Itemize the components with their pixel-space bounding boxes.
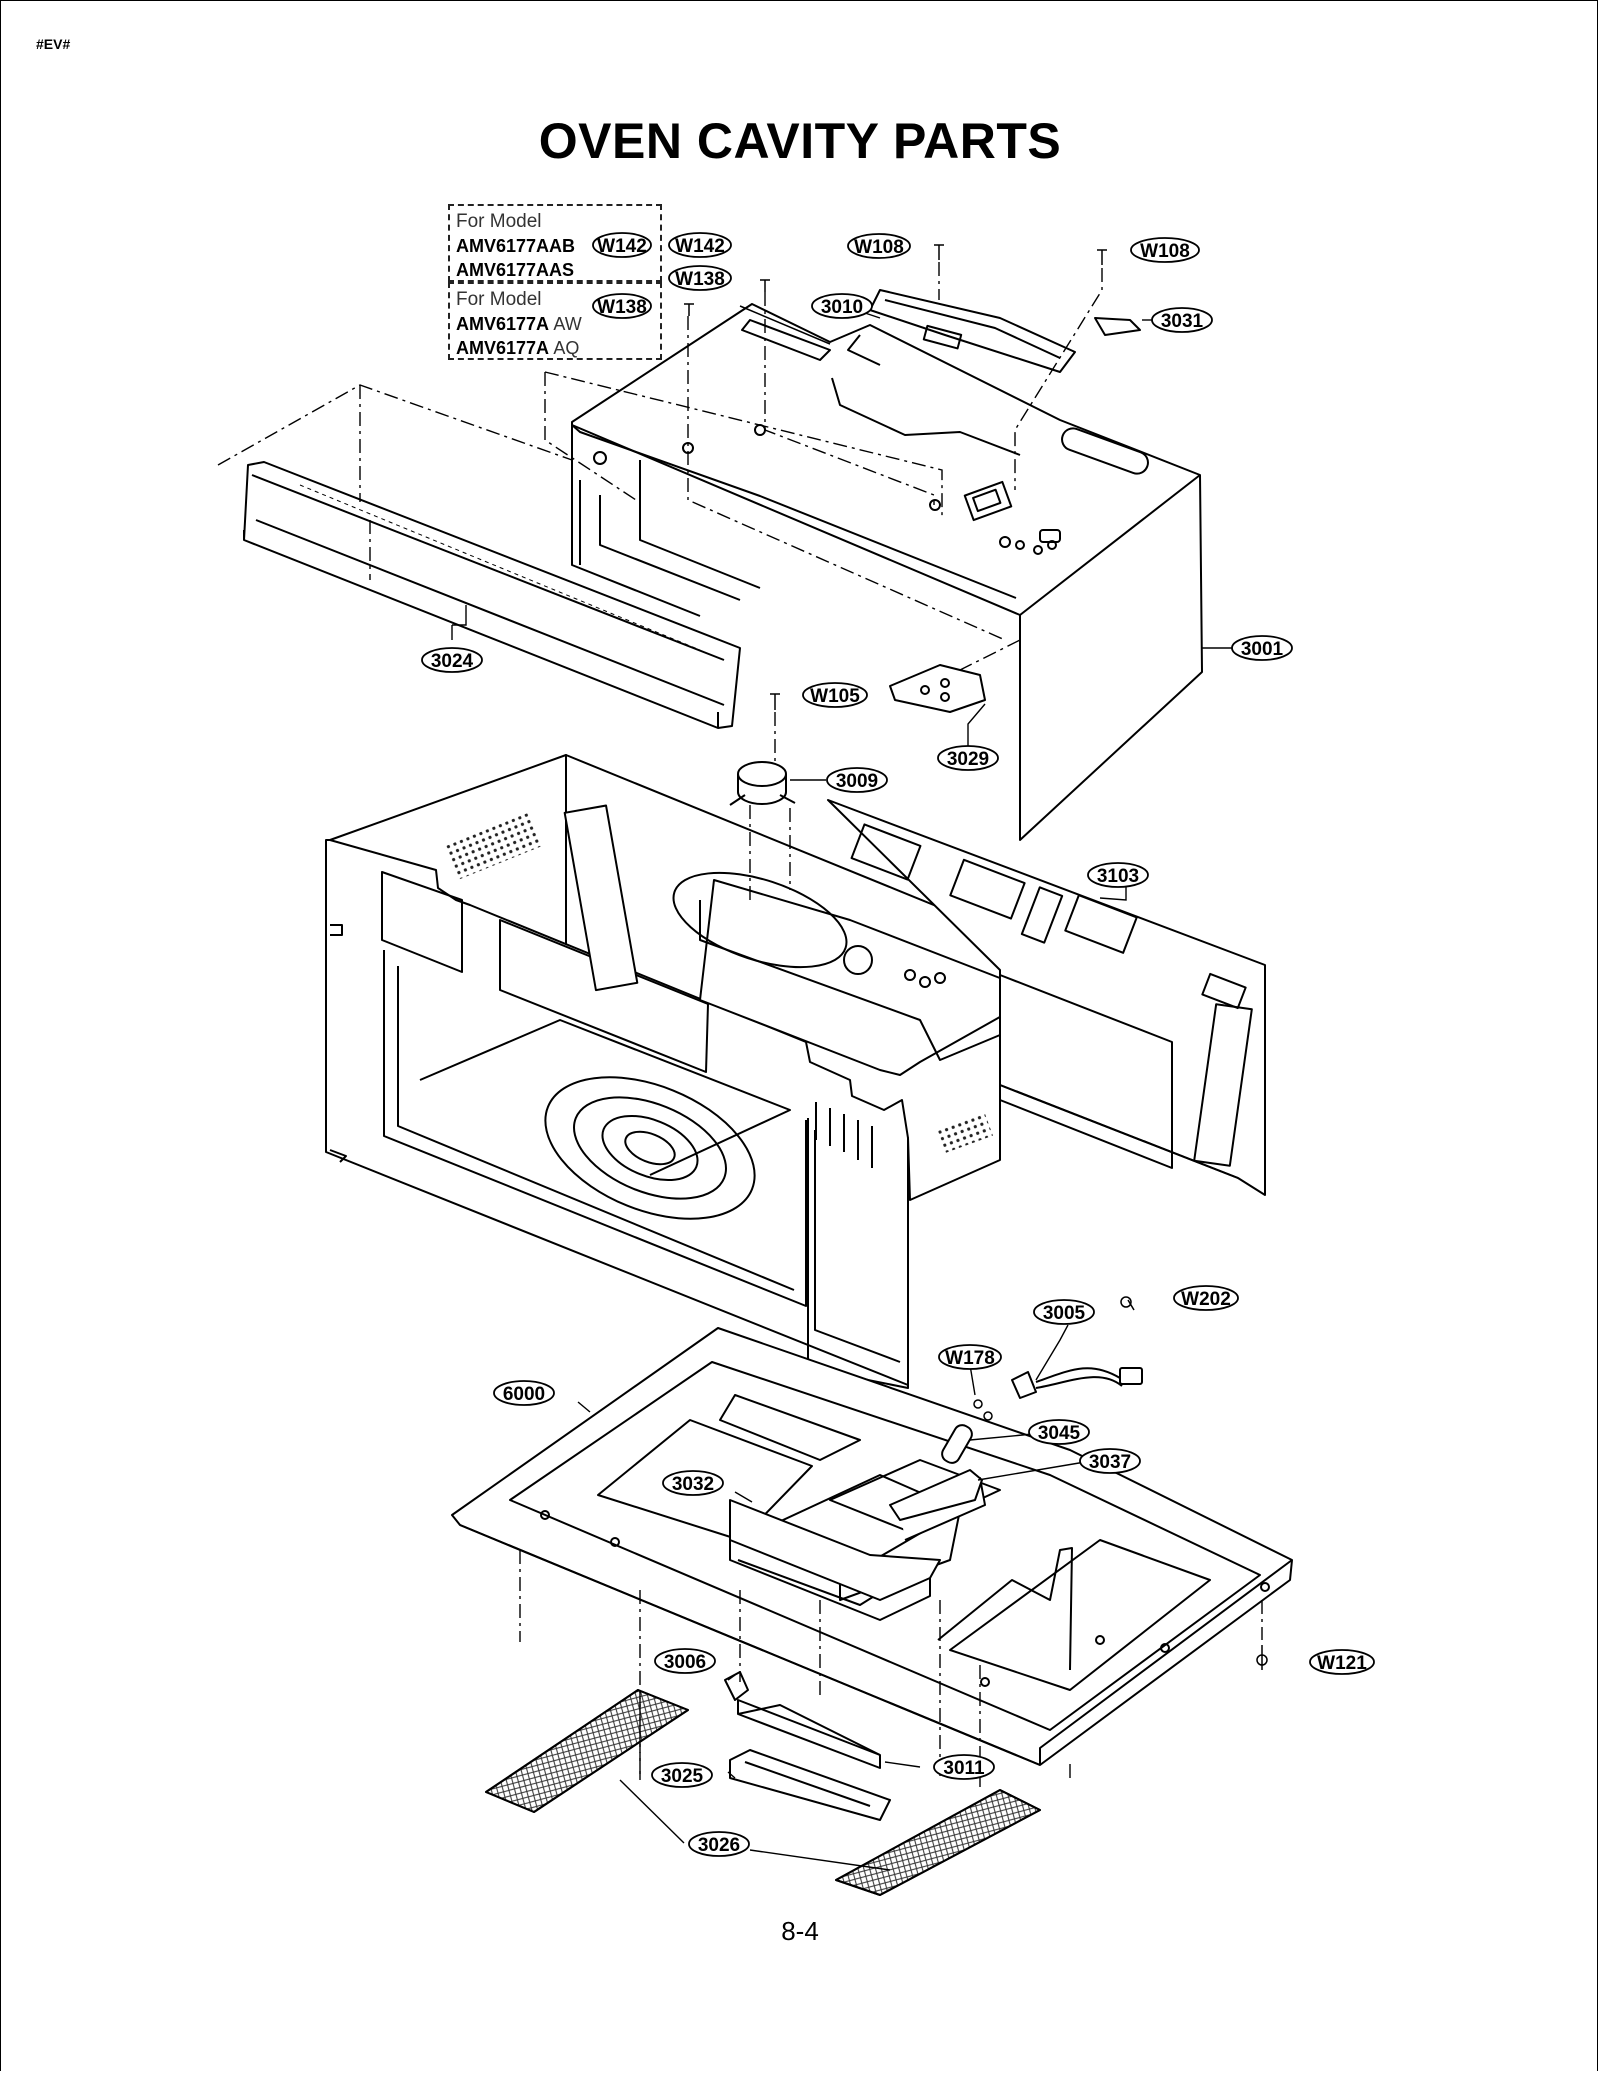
model-box-header: For Model [456,289,542,310]
bracket-3031 [1094,317,1141,336]
callout-3045: 3045 [1028,1419,1090,1445]
svg-text:3009: 3009 [836,771,878,792]
callout-6000: 6000 [493,1380,555,1406]
svg-text:W108: W108 [1140,241,1190,262]
back-panel-3103 [827,799,1266,1196]
svg-text:3103: 3103 [1097,866,1139,887]
callout-3001: 3001 [1231,635,1293,661]
svg-text:3025: 3025 [661,1766,704,1787]
svg-text:3001: 3001 [1241,639,1284,660]
callout-w138-b: W138 [592,293,652,319]
page-title: OVEN CAVITY PARTS [538,113,1062,169]
svg-text:W142: W142 [597,236,647,257]
grease-filter-3026 [485,1689,1041,1896]
callout-w138-a: W138 [668,265,732,291]
svg-text:3011: 3011 [943,1758,985,1779]
latch-3006 [724,1671,749,1701]
callout-w178: W178 [938,1344,1002,1370]
svg-text:3032: 3032 [672,1474,714,1495]
svg-text:W202: W202 [1181,1289,1231,1310]
callout-3005: 3005 [1033,1299,1095,1325]
callout-3011: 3011 [933,1754,995,1780]
callout-w142-b: W142 [668,232,732,258]
callout-3025: 3025 [651,1762,713,1788]
callouts: W142 W142 W138 W138 W108 W108 3010 3031 … [421,232,1375,1857]
page-number: 8-4 [781,1916,819,1946]
corner-tag: #EV# [36,36,71,52]
model-name: AMV6177A AW [456,314,582,334]
svg-text:3006: 3006 [664,1652,706,1673]
callout-3010: 3010 [811,293,873,319]
callout-w121: W121 [1309,1649,1375,1675]
svg-text:3026: 3026 [698,1835,740,1856]
base-plate-6000 [451,1327,1293,1766]
outer-case-3001 [571,303,1203,841]
oven-cavity-assembly [325,754,1031,1389]
callout-w142-a: W142 [592,232,652,258]
svg-text:W142: W142 [675,236,725,257]
damper-3032 [729,1499,941,1621]
svg-text:3024: 3024 [431,651,474,672]
callout-3103: 3103 [1087,862,1149,888]
svg-text:3010: 3010 [821,297,863,318]
fuse-3045 [941,1424,973,1464]
callout-w105: W105 [802,682,868,708]
thermostat-3009 [729,761,796,806]
lens-holder-3025 [729,1749,891,1821]
svg-text:3029: 3029 [947,749,989,770]
callout-w202: W202 [1173,1285,1239,1311]
callout-3031: 3031 [1151,307,1213,333]
callout-3006: 3006 [654,1648,716,1674]
alignment-lines [217,262,1263,1790]
model-box-aw-aq: For Model AMV6177A AW AMV6177A AQ [448,282,662,360]
svg-text:W121: W121 [1317,1653,1367,1674]
model-name: AMV6177A AQ [456,338,580,358]
lamp-cover-3011 [737,1699,881,1769]
svg-text:W178: W178 [945,1348,995,1369]
model-box-header: For Model [456,211,542,232]
model-name: AMV6177AAB [456,236,576,256]
model-box-aab-aas: For Model AMV6177AAB AMV6177AAS [448,204,662,282]
svg-text:W108: W108 [854,237,904,258]
model-name: AMV6177AAS [456,260,575,280]
svg-text:3037: 3037 [1089,1452,1131,1473]
callout-w108-a: W108 [847,233,911,259]
callout-3032: 3032 [662,1470,724,1496]
svg-text:W138: W138 [675,269,725,290]
callout-w108-b: W108 [1130,237,1200,263]
bracket-3037 [889,1469,983,1521]
callout-3009: 3009 [826,767,888,793]
connector-3005 [1011,1367,1143,1399]
bracket-3029 [889,664,986,713]
svg-text:3045: 3045 [1038,1423,1081,1444]
front-trim-3024 [243,461,741,729]
svg-text:3005: 3005 [1043,1303,1086,1324]
callout-3024: 3024 [421,647,483,673]
svg-text:6000: 6000 [503,1384,545,1405]
svg-text:W105: W105 [810,686,860,707]
svg-text:3031: 3031 [1161,311,1204,332]
callout-3037: 3037 [1079,1448,1141,1474]
screws [684,244,1268,1670]
svg-text:W138: W138 [597,297,647,318]
callout-3029: 3029 [937,745,999,771]
callout-3026: 3026 [688,1831,750,1857]
